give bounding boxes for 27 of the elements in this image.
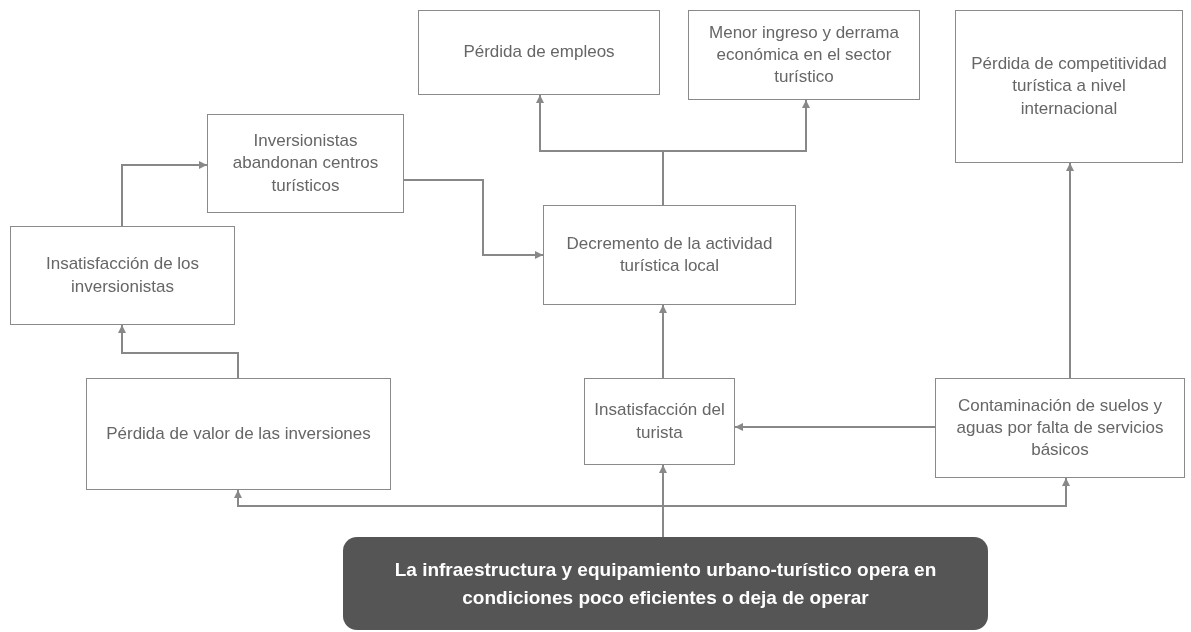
arrow [403,179,544,259]
box-text: Insatisfacción de los inversionistas [44,253,201,298]
effect-box [86,378,391,490]
arrow [121,161,208,227]
effect-box [688,10,920,100]
arrow [659,304,667,379]
box-text: Pérdida de competitividad turística a nivel internacional [970,53,1168,120]
effect-box [207,114,404,213]
box-text: Insatisfacción del turista [593,399,726,444]
box-text: La infraestructura y equipamiento urbano-turístico opera en condiciones poco eficientes o deja de operar [393,557,938,610]
box-text: Menor ingreso y derrama económica en el sector turístico [708,21,900,89]
effect-box [543,205,796,305]
box-text: Decremento de la actividad turística local [565,232,774,277]
box-text: Inversionistas abandonan centros turísticos [231,130,380,197]
arrow [662,99,810,206]
root-cause-box [343,537,988,630]
box-text: Pérdida de valor de las inversiones [106,422,371,445]
effect-box [418,10,660,95]
arrow [118,324,239,379]
effect-box [955,10,1183,163]
box-text: Pérdida de empleos [463,41,615,64]
box-text: Contaminación de suelos y aguas por falta de servicios básicos [955,394,1165,462]
arrow [734,423,936,431]
arrow [1066,162,1074,379]
effect-box [584,378,735,465]
effect-box [10,226,235,325]
effect-box [935,378,1185,478]
